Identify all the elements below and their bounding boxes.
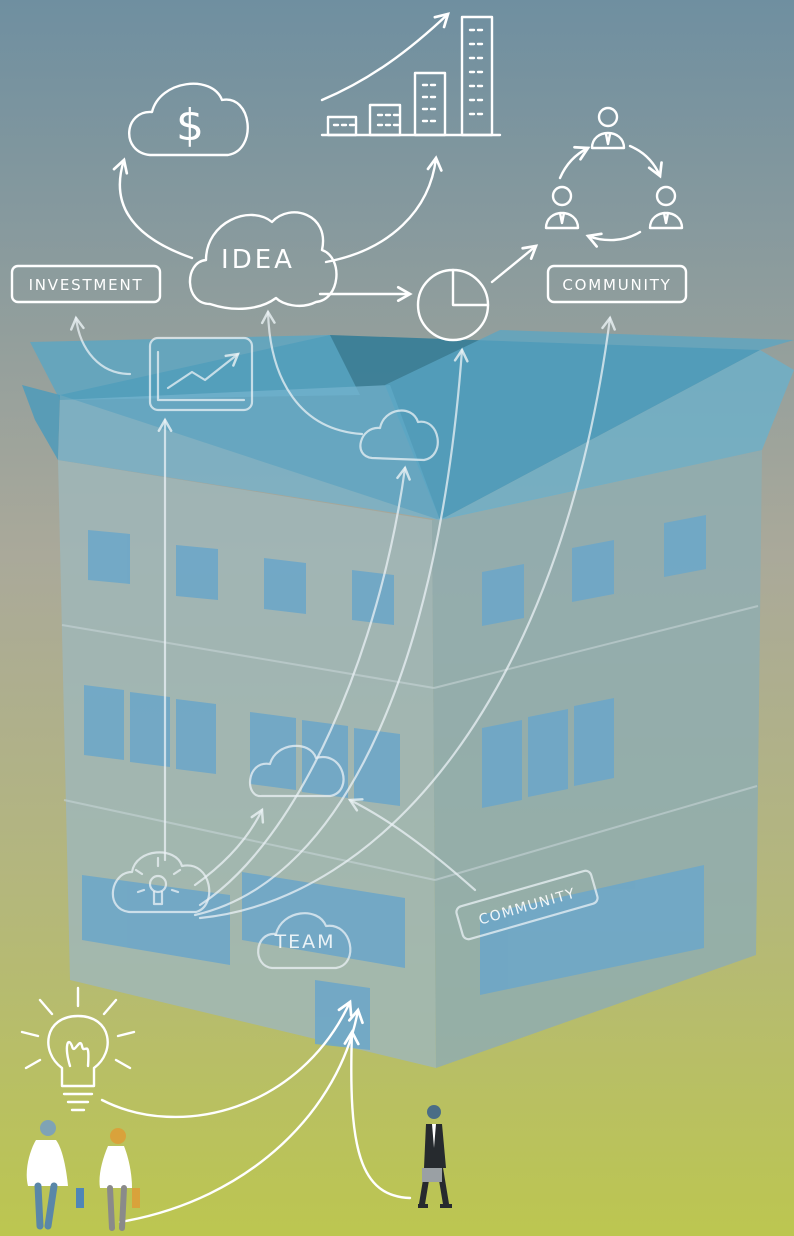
building-box (22, 330, 794, 1068)
dollar-cloud-icon (128, 82, 249, 157)
person-icon-woman-walker (99, 1128, 140, 1231)
team-cloud (257, 912, 352, 970)
svg-text:COMMUNITY: COMMUNITY (562, 276, 671, 294)
idea-label: IDEA (221, 245, 295, 275)
trend-chart-icon (148, 336, 254, 412)
cloud-icon (359, 409, 439, 462)
bottom-scene (20, 986, 452, 1231)
cloud-icon (248, 744, 345, 798)
person-icon-left-walker (26, 1120, 84, 1230)
person-icon-left (544, 185, 580, 230)
lightbulb-cloud-icon (111, 851, 211, 914)
bar-chart-icon (320, 12, 502, 137)
svg-text:INVESTMENT: INVESTMENT (29, 276, 144, 294)
pie-chart-icon (416, 268, 490, 342)
lightbulb-icon (20, 986, 136, 1112)
people-cycle-icon (544, 106, 684, 248)
investment-tag: INVESTMENT (10, 264, 162, 304)
person-icon-right (648, 185, 684, 230)
person-icon-top (590, 106, 626, 150)
top-diagram: $ (10, 12, 688, 342)
community-tag: COMMUNITY (546, 264, 688, 304)
dollar-sign: $ (176, 100, 204, 151)
person-icon-businessman (418, 1105, 452, 1208)
idea-cloud: IDEA (188, 211, 338, 310)
team-label: TEAM (273, 931, 335, 953)
